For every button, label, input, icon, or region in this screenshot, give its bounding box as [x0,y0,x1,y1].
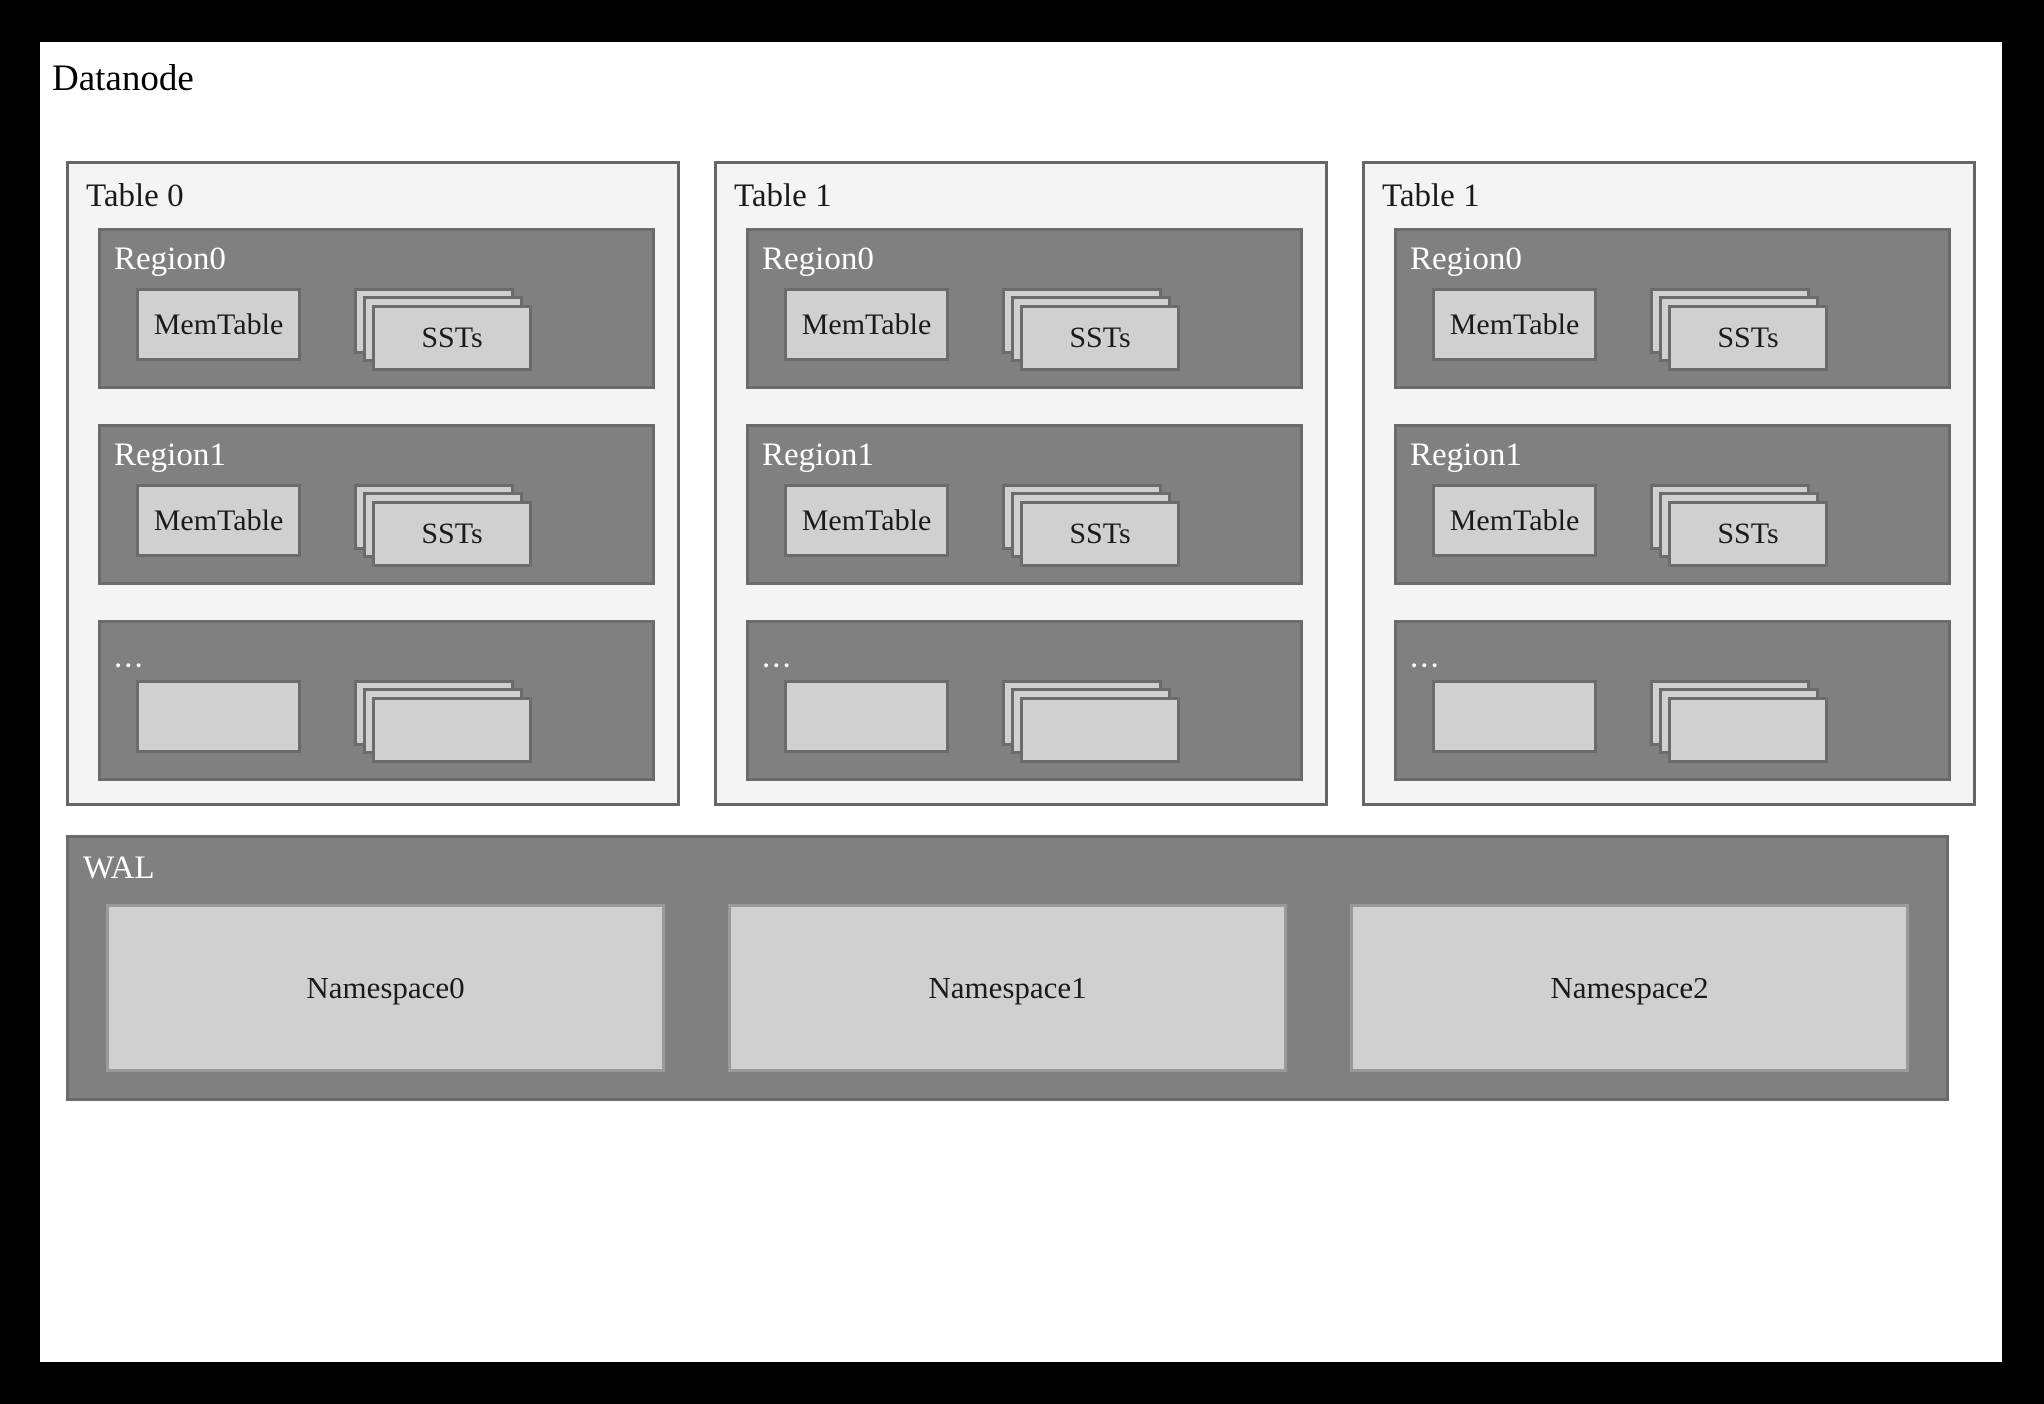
region-content: MemTable SSTs [784,484,1282,570]
region-content: MemTable SSTs [1432,288,1930,374]
region-content [136,680,634,766]
sst-layer-front[interactable]: SSTs [372,501,532,567]
sst-stack-empty[interactable] [1650,680,1830,766]
namespace-card[interactable]: Namespace2 [1350,904,1909,1072]
memtable-card[interactable]: MemTable [1432,484,1597,557]
region-box-ellipsis[interactable]: ... [98,620,655,781]
wal-namespaces-row: Namespace0 Namespace1 Namespace2 [106,904,1909,1072]
region-label: Region1 [762,437,874,473]
sst-layer-front[interactable]: SSTs [1020,305,1180,371]
region-box[interactable]: Region0 MemTable SSTs [1394,228,1951,389]
memtable-card[interactable]: MemTable [784,288,949,361]
region-box[interactable]: Region1 MemTable SSTs [746,424,1303,585]
region-content [784,680,1282,766]
sst-stack-empty[interactable] [1002,680,1182,766]
sst-stack[interactable]: SSTs [1002,288,1182,374]
namespace-card[interactable]: Namespace0 [106,904,665,1072]
memtable-card[interactable]: MemTable [136,288,301,361]
table-label: Table 0 [86,178,184,214]
memtable-card[interactable]: MemTable [1432,288,1597,361]
region-content [1432,680,1930,766]
sst-layer-front[interactable]: SSTs [1020,501,1180,567]
region-box[interactable]: Region0 MemTable SSTs [746,228,1303,389]
region-box[interactable]: Region1 MemTable SSTs [1394,424,1951,585]
sst-stack[interactable]: SSTs [354,288,534,374]
memtable-card[interactable]: MemTable [784,484,949,557]
ellipsis-label: ... [114,639,145,675]
region-content: MemTable SSTs [136,484,634,570]
region-content: MemTable SSTs [1432,484,1930,570]
sst-layer-front[interactable]: SSTs [372,305,532,371]
regions-stack: Region0 MemTable SSTs Region1 MemTable [1394,228,1951,781]
region-box-ellipsis[interactable]: ... [1394,620,1951,781]
region-content: MemTable SSTs [784,288,1282,374]
sst-layer-front[interactable] [1668,697,1828,763]
region-label: Region0 [114,241,226,277]
sst-layer-front[interactable]: SSTs [1668,501,1828,567]
sst-stack[interactable]: SSTs [1650,288,1830,374]
sst-layer-front[interactable]: SSTs [1668,305,1828,371]
sst-stack[interactable]: SSTs [1002,484,1182,570]
sst-stack-empty[interactable] [354,680,534,766]
regions-stack: Region0 MemTable SSTs Region1 MemTable [746,228,1303,781]
region-label: Region1 [114,437,226,473]
sst-stack[interactable]: SSTs [1650,484,1830,570]
table-container[interactable]: Table 1 Region0 MemTable SSTs Region1 [714,161,1328,806]
ellipsis-label: ... [762,639,793,675]
region-label: Region0 [762,241,874,277]
region-box-ellipsis[interactable]: ... [746,620,1303,781]
sst-stack[interactable]: SSTs [354,484,534,570]
table-label: Table 1 [734,178,832,214]
tables-row: Table 0 Region0 MemTable SSTs Region1 [66,161,1976,806]
region-label: Region0 [1410,241,1522,277]
datanode-diagram: Datanode Table 0 Region0 MemTable SSTs [40,42,2002,1362]
memtable-card-empty[interactable] [1432,680,1597,753]
table-container[interactable]: Table 0 Region0 MemTable SSTs Region1 [66,161,680,806]
page-title: Datanode [52,58,194,99]
sst-layer-front[interactable] [1020,697,1180,763]
memtable-card[interactable]: MemTable [136,484,301,557]
regions-stack: Region0 MemTable SSTs Region1 MemTable [98,228,655,781]
namespace-card[interactable]: Namespace1 [728,904,1287,1072]
memtable-card-empty[interactable] [784,680,949,753]
ellipsis-label: ... [1410,639,1441,675]
wal-container[interactable]: WAL Namespace0 Namespace1 Namespace2 [66,835,1949,1101]
wal-label: WAL [83,850,155,886]
table-container[interactable]: Table 1 Region0 MemTable SSTs Region1 [1362,161,1976,806]
sst-layer-front[interactable] [372,697,532,763]
region-box[interactable]: Region1 MemTable SSTs [98,424,655,585]
table-label: Table 1 [1382,178,1480,214]
memtable-card-empty[interactable] [136,680,301,753]
region-box[interactable]: Region0 MemTable SSTs [98,228,655,389]
region-content: MemTable SSTs [136,288,634,374]
region-label: Region1 [1410,437,1522,473]
